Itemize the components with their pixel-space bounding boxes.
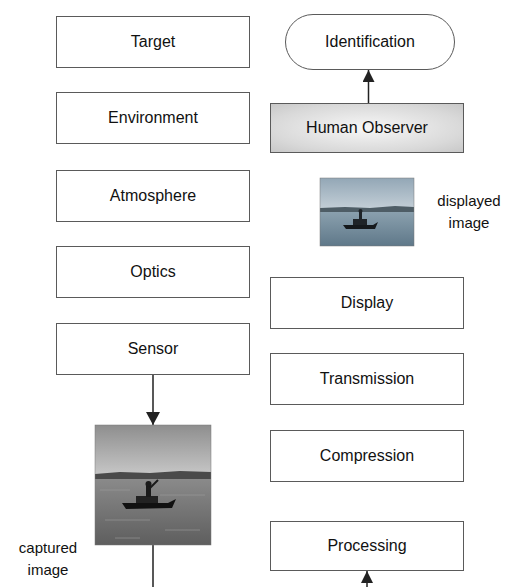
flow-arrow — [368, 70, 370, 103]
image-caption: captured image — [6, 537, 90, 581]
terminal-pill: Identification — [285, 14, 455, 70]
arrow-head — [146, 412, 160, 425]
process-box: Environment — [56, 92, 250, 144]
box-label: Transmission — [320, 369, 415, 389]
box-label: Environment — [108, 108, 198, 128]
box-label: Processing — [327, 536, 406, 556]
process-box: Display — [270, 277, 464, 329]
captured-photo — [95, 425, 211, 545]
box-label: Human Observer — [306, 118, 428, 138]
process-box: Transmission — [270, 353, 464, 405]
process-box: Optics — [56, 246, 250, 298]
box-label: Sensor — [128, 339, 179, 359]
box-label: Atmosphere — [110, 186, 196, 206]
observer-box: Human Observer — [270, 103, 464, 153]
process-box: Processing — [270, 521, 464, 571]
box-label: Compression — [320, 446, 414, 466]
process-box: Target — [56, 16, 250, 68]
image-caption: displayed image — [426, 190, 512, 234]
process-box: Sensor — [56, 323, 250, 375]
process-box: Atmosphere — [56, 170, 250, 222]
box-label: Identification — [325, 32, 415, 52]
displayed-photo — [320, 178, 414, 246]
box-label: Optics — [130, 262, 175, 282]
process-box: Compression — [270, 430, 464, 482]
box-label: Target — [131, 32, 175, 52]
box-label: Display — [341, 293, 393, 313]
